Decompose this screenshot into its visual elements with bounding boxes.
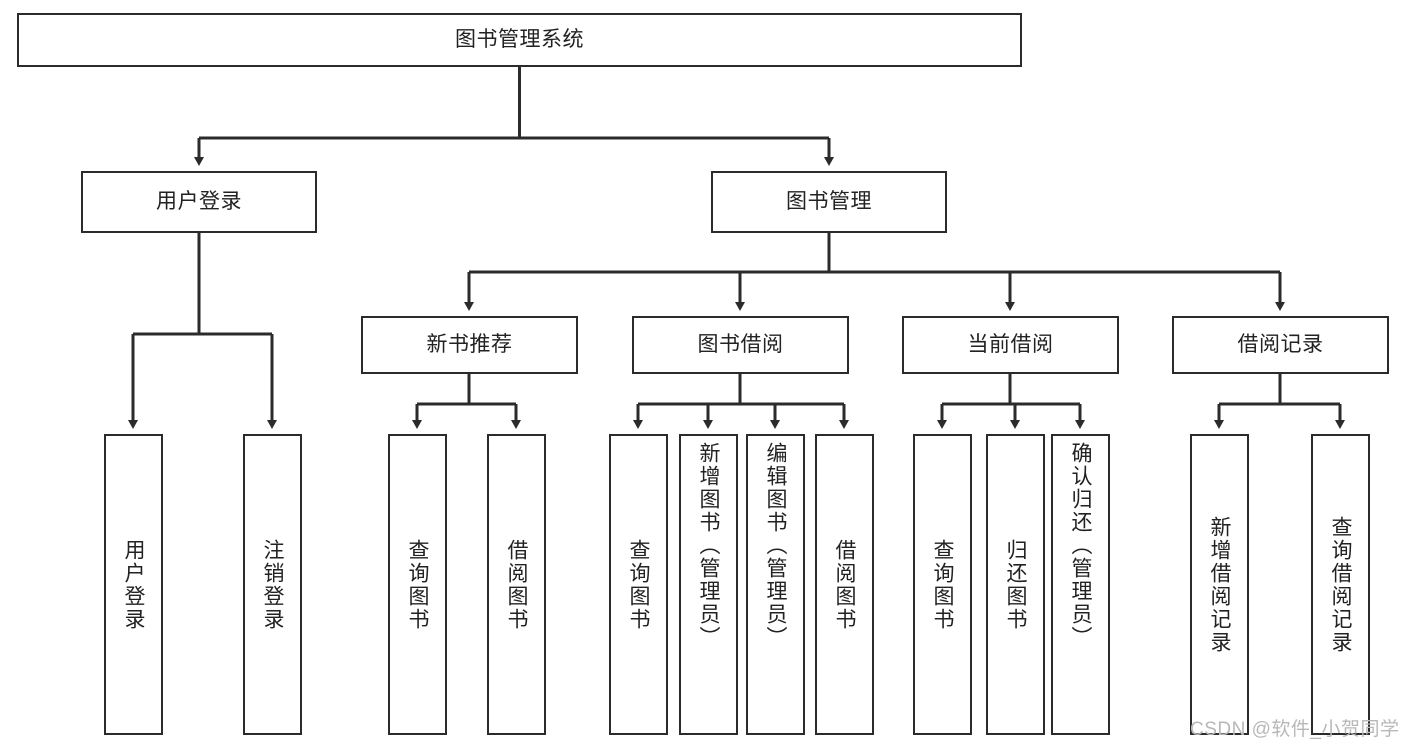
leaf-newbook-borrow-book[interactable]: 借阅图书 xyxy=(487,434,546,735)
leaf-record-query-record-label: 查询借阅记录 xyxy=(1329,515,1352,654)
leaf-newbook-borrow-book-label: 借阅图书 xyxy=(505,538,528,631)
node-root-label: 图书管理系统 xyxy=(455,27,584,51)
leaf-borrow-borrow-book[interactable]: 借阅图书 xyxy=(815,434,874,735)
leaf-current-query-book[interactable]: 查询图书 xyxy=(913,434,972,735)
leaf-current-return-book[interactable]: 归还图书 xyxy=(986,434,1045,735)
node-book-borrow[interactable]: 图书借阅 xyxy=(632,316,849,374)
node-borrow-record[interactable]: 借阅记录 xyxy=(1172,316,1389,374)
leaf-newbook-query-book-label: 查询图书 xyxy=(406,538,429,631)
leaf-user-logout-label: 注销登录 xyxy=(261,538,284,631)
leaf-current-return-book-label: 归还图书 xyxy=(1004,538,1027,631)
leaf-borrow-query-book-label: 查询图书 xyxy=(627,538,650,631)
node-user-login[interactable]: 用户登录 xyxy=(81,171,317,233)
leaf-newbook-query-book[interactable]: 查询图书 xyxy=(388,434,447,735)
leaf-borrow-edit-book-admin[interactable]: 编辑图书（管理员） xyxy=(746,434,805,735)
node-current-borrow-label: 当前借阅 xyxy=(967,332,1054,356)
leaf-current-confirm-return-admin[interactable]: 确认归还（管理员） xyxy=(1051,434,1110,735)
leaf-record-query-record[interactable]: 查询借阅记录 xyxy=(1311,434,1370,735)
leaf-borrow-add-book-admin-label: 新增图书（管理员） xyxy=(697,442,720,649)
csdn-watermark: CSDN @软件_小贺同学 xyxy=(1190,719,1400,740)
node-new-book-recommend[interactable]: 新书推荐 xyxy=(361,316,578,374)
leaf-user-login[interactable]: 用户登录 xyxy=(104,434,163,735)
leaf-user-logout[interactable]: 注销登录 xyxy=(243,434,302,735)
leaf-user-login-label: 用户登录 xyxy=(122,538,145,631)
leaf-current-confirm-return-admin-label: 确认归还（管理员） xyxy=(1069,442,1092,649)
leaf-record-add-record[interactable]: 新增借阅记录 xyxy=(1190,434,1249,735)
leaf-borrow-query-book[interactable]: 查询图书 xyxy=(609,434,668,735)
node-current-borrow[interactable]: 当前借阅 xyxy=(902,316,1119,374)
leaf-borrow-edit-book-admin-label: 编辑图书（管理员） xyxy=(764,442,787,649)
node-user-login-label: 用户登录 xyxy=(156,189,242,213)
node-root[interactable]: 图书管理系统 xyxy=(17,13,1022,67)
node-book-management[interactable]: 图书管理 xyxy=(711,171,947,233)
leaf-record-add-record-label: 新增借阅记录 xyxy=(1208,515,1231,654)
node-borrow-record-label: 借阅记录 xyxy=(1237,332,1324,356)
node-book-management-label: 图书管理 xyxy=(786,189,872,213)
node-book-borrow-label: 图书借阅 xyxy=(697,332,784,356)
leaf-borrow-add-book-admin[interactable]: 新增图书（管理员） xyxy=(679,434,738,735)
leaf-current-query-book-label: 查询图书 xyxy=(931,538,954,631)
leaf-borrow-borrow-book-label: 借阅图书 xyxy=(833,538,856,631)
node-new-book-recommend-label: 新书推荐 xyxy=(426,332,513,356)
